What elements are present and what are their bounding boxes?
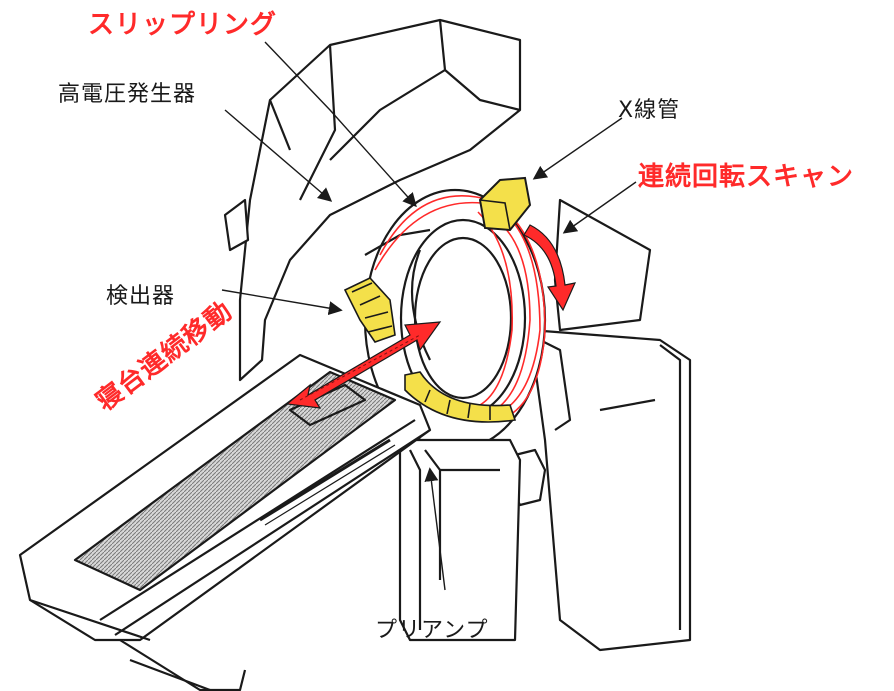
label-detector: 検出器 (106, 284, 176, 309)
couch-motion-arrow (285, 321, 442, 409)
leader-lines (221, 41, 637, 591)
rotation-arrow (523, 224, 577, 312)
gantry-housing (223, 18, 522, 382)
couch-support (398, 438, 522, 642)
patient-couch (18, 353, 432, 691)
label-hv-generator: 高電圧発生器 (58, 82, 197, 107)
detector-array (343, 277, 517, 423)
label-slip-ring: スリップリング (88, 10, 278, 40)
label-continuous-scan: 連続回転スキャン (638, 162, 855, 192)
label-preamp: プリアンプ (375, 618, 489, 643)
xray-tube (478, 176, 532, 232)
label-xray-tube: X線管 (618, 98, 681, 123)
slip-ring (374, 195, 546, 421)
